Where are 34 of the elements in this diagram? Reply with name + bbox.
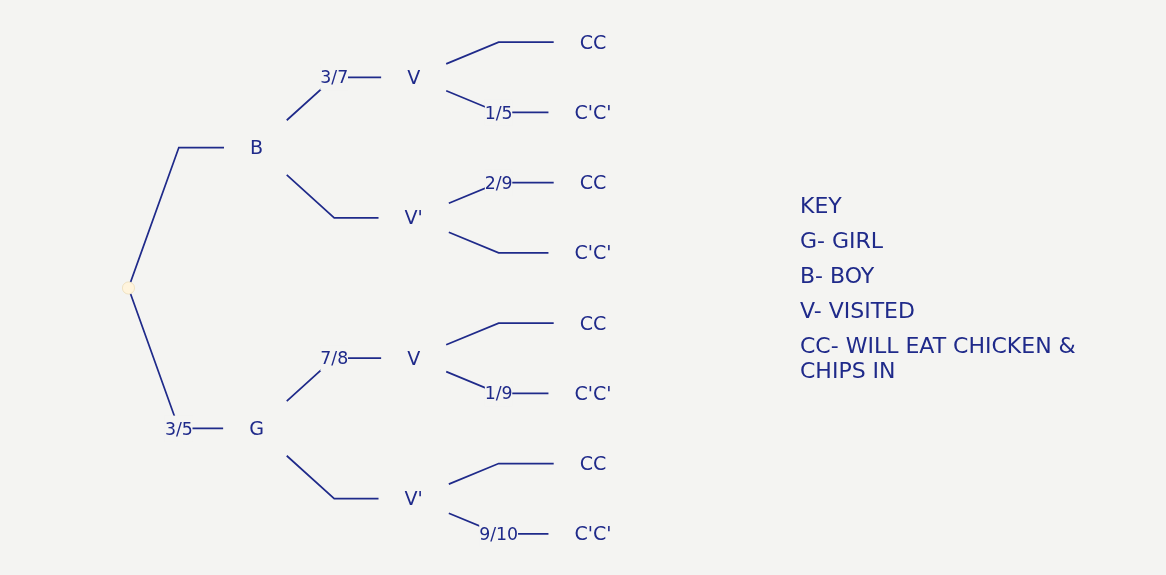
node-text: CC	[579, 30, 607, 53]
edge-label: 1/5	[484, 101, 513, 123]
connector	[129, 146, 225, 283]
node-text: C'C'	[574, 381, 612, 404]
connector	[285, 173, 380, 219]
key-text: V- VISITED	[800, 297, 916, 323]
node-text: C'C'	[574, 241, 612, 264]
edge-label: 1/9	[484, 382, 513, 404]
key-text: KEY	[800, 192, 843, 218]
node-text: V'	[404, 487, 423, 509]
edge-label: 9/10	[479, 522, 519, 544]
node-text: C'C'	[574, 101, 612, 123]
key-text: B- BOY	[800, 262, 876, 288]
node-text: V'	[404, 206, 423, 229]
connector	[285, 454, 380, 499]
key-text: CC- WILL EAT CHICKEN & CHIPS IN	[800, 332, 1077, 383]
edge-label: 3/7	[320, 66, 349, 88]
node-text: V	[407, 66, 421, 88]
node-text: CC	[579, 171, 607, 194]
connector	[447, 462, 555, 485]
connector	[445, 40, 555, 65]
key-text: G- GIRL	[800, 227, 885, 253]
edge-label: 2/9	[484, 171, 513, 193]
connector	[445, 321, 555, 346]
node-text: B	[249, 136, 264, 158]
node-circle	[121, 281, 135, 294]
connector	[447, 230, 550, 254]
edge-label: 3/5	[164, 417, 193, 439]
node-text: V	[407, 346, 421, 369]
edge-label: 7/8	[320, 347, 349, 369]
node-text: CC	[579, 311, 607, 334]
node-text: CC	[579, 452, 607, 474]
node-text: C'C'	[574, 522, 612, 545]
node-text: G	[249, 417, 264, 439]
